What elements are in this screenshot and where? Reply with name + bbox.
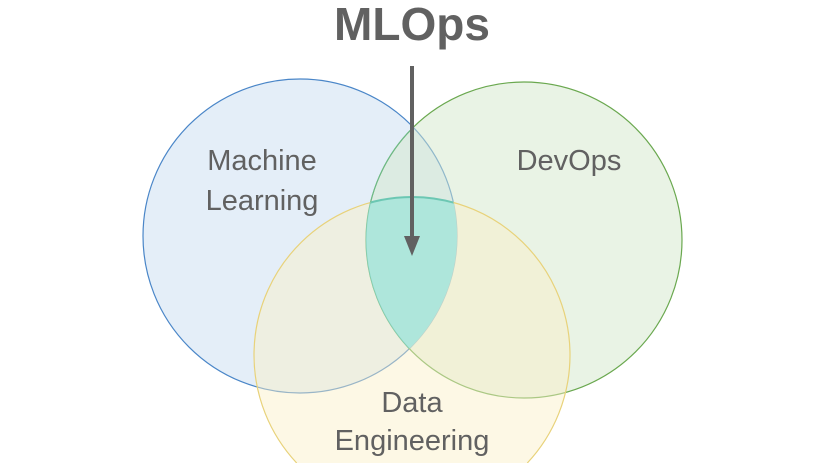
arrow-down-icon xyxy=(404,66,420,256)
machine-learning-label-2: Learning xyxy=(206,185,319,217)
machine-learning-label-1: Machine xyxy=(207,145,317,177)
data-engineering-label-2: Engineering xyxy=(335,425,490,457)
devops-label: DevOps xyxy=(517,145,622,177)
mlops-title: MLOps xyxy=(334,0,490,50)
data-engineering-label-1: Data xyxy=(381,387,443,419)
